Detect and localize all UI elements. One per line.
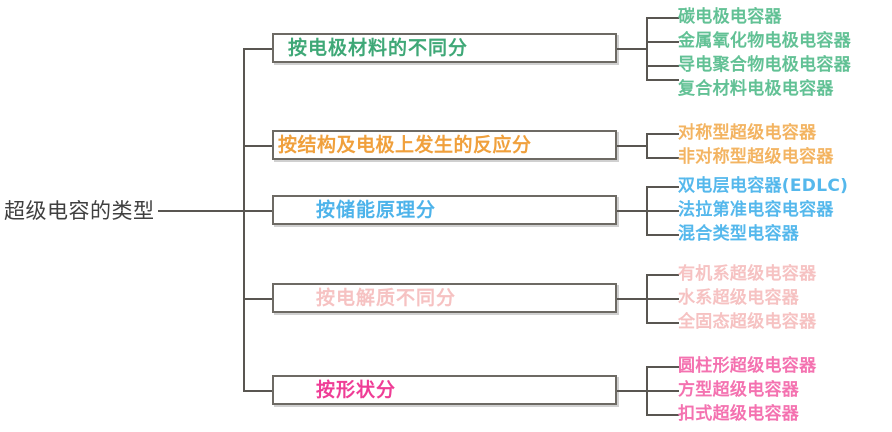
leaf-item-5-3: 扣式超级电容器 <box>678 404 800 424</box>
category-box-1[interactable]: 按电极材料的不同分 <box>272 33 617 63</box>
leaf-item-2-2: 非对称型超级电容器 <box>678 147 834 167</box>
leaf-item-3-3: 混合类型电容器 <box>678 224 800 244</box>
category-label-1: 按电极材料的不同分 <box>288 37 469 59</box>
leaf-stub-5-3 <box>646 414 679 416</box>
leaf-item-5-1: 圆柱形超级电容器 <box>678 356 817 376</box>
leaf-item-1-4: 复合材料电极电容器 <box>678 79 834 99</box>
leaf-item-3-2: 法拉第准电容电容器 <box>678 200 834 220</box>
leaf-stub-3-3 <box>646 234 679 236</box>
category-box-4[interactable]: 按电解质不同分 <box>272 283 617 313</box>
leaf-stub-5-2 <box>646 390 679 392</box>
branch-connector-4 <box>243 298 274 300</box>
category-label-3: 按储能原理分 <box>316 199 437 221</box>
child-connector-1 <box>617 48 648 50</box>
child-connector-5 <box>617 390 648 392</box>
leaf-stub-4-1 <box>646 274 679 276</box>
leaf-stub-1-1 <box>646 17 679 19</box>
branch-connector-1 <box>243 48 274 50</box>
leaf-item-5-2: 方型超级电容器 <box>678 380 800 400</box>
leaf-item-1-2: 金属氧化物电极电容器 <box>678 31 851 51</box>
category-box-5[interactable]: 按形状分 <box>272 375 617 405</box>
leaf-item-4-3: 全固态超级电容器 <box>678 312 817 332</box>
leaf-stub-1-3 <box>646 65 679 67</box>
leaf-item-3-1: 双电层电容器(EDLC) <box>678 176 849 196</box>
child-bracket-1 <box>646 17 648 79</box>
root-stem-line <box>158 210 244 212</box>
child-bracket-2 <box>646 133 648 157</box>
branch-connector-5 <box>243 390 274 392</box>
category-box-2[interactable]: 按结构及电极上发生的反应分 <box>272 130 617 160</box>
leaf-stub-3-1 <box>646 186 679 188</box>
leaf-item-4-2: 水系超级电容器 <box>678 288 800 308</box>
leaf-stub-2-2 <box>646 157 679 159</box>
branch-connector-3 <box>243 210 274 212</box>
category-label-2: 按结构及电极上发生的反应分 <box>278 134 532 156</box>
leaf-stub-4-2 <box>646 298 679 300</box>
category-box-3[interactable]: 按储能原理分 <box>272 195 617 225</box>
child-connector-2 <box>617 145 648 147</box>
category-label-5: 按形状分 <box>316 379 397 401</box>
leaf-item-1-3: 导电聚合物电极电容器 <box>678 55 851 75</box>
leaf-stub-2-1 <box>646 133 679 135</box>
leaf-item-2-1: 对称型超级电容器 <box>678 123 817 143</box>
leaf-stub-5-1 <box>646 366 679 368</box>
leaf-stub-3-2 <box>646 210 679 212</box>
leaf-stub-1-4 <box>646 79 679 81</box>
leaf-item-1-1: 碳电极电容器 <box>678 7 782 27</box>
leaf-stub-4-3 <box>646 322 679 324</box>
leaf-item-4-1: 有机系超级电容器 <box>678 264 817 284</box>
leaf-stub-1-2 <box>646 41 679 43</box>
trunk-line <box>243 48 245 390</box>
category-label-4: 按电解质不同分 <box>316 287 457 309</box>
root-label: 超级电容的类型 <box>4 199 155 223</box>
child-connector-4 <box>617 298 648 300</box>
branch-connector-2 <box>243 145 274 147</box>
child-connector-3 <box>617 210 648 212</box>
